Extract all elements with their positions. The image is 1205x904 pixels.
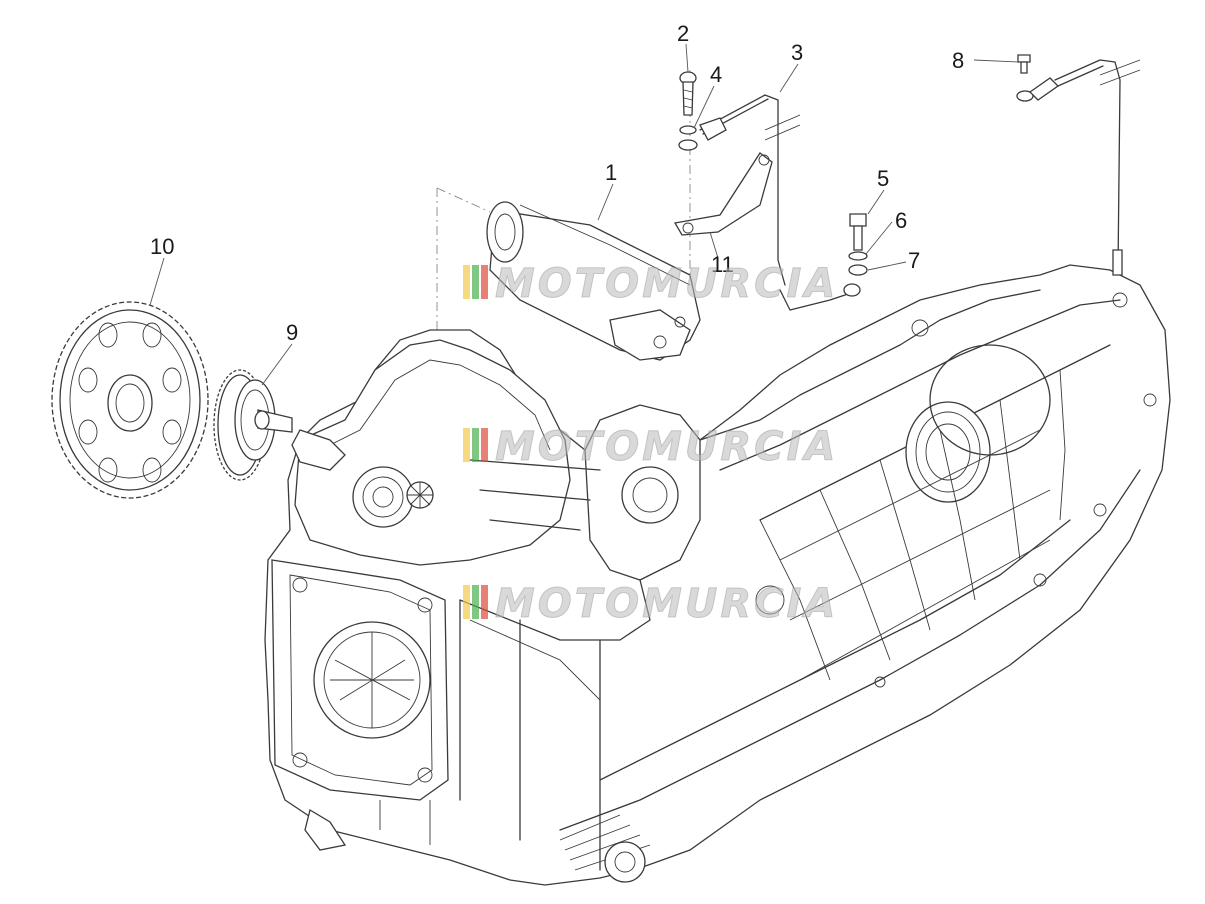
screw-5 xyxy=(849,213,867,251)
callout-7: 7 xyxy=(908,248,920,273)
watermark-text-top: MOTOMURCIA xyxy=(495,261,838,307)
watermark-text-bottom: MOTOMURCIA xyxy=(495,581,838,627)
positive-cable-3 xyxy=(699,94,861,311)
callout-3: 3 xyxy=(791,40,803,65)
watermark-top: MOTOMURCIA xyxy=(463,261,838,308)
callout-2: 2 xyxy=(677,21,689,46)
washer-6 xyxy=(848,251,868,261)
screw-2 xyxy=(679,71,697,116)
watermark-text-middle: MOTOMURCIA xyxy=(495,424,838,470)
idler-gear xyxy=(213,369,293,481)
starter-ring-gear xyxy=(51,301,209,499)
callout-6: 6 xyxy=(895,208,907,233)
watermark-middle: MOTOMURCIA xyxy=(463,424,838,471)
washer-7 xyxy=(848,264,868,276)
starter-bracket xyxy=(673,152,773,236)
crankcase-housing xyxy=(264,264,1171,886)
callout-1: 1 xyxy=(605,160,617,185)
leader-lines xyxy=(149,43,1019,386)
callout-labels: 1 2 3 4 5 6 7 8 9 10 11 xyxy=(150,21,964,345)
callout-9: 9 xyxy=(286,320,298,345)
callout-5: 5 xyxy=(877,166,889,191)
washer-4 xyxy=(678,125,698,151)
callout-10: 10 xyxy=(150,234,174,259)
callout-8: 8 xyxy=(952,48,964,73)
callout-11: 11 xyxy=(711,252,734,277)
watermark-bottom: MOTOMURCIA xyxy=(463,581,838,628)
screw-8 xyxy=(1017,54,1031,74)
callout-4: 4 xyxy=(710,62,722,87)
ground-cable xyxy=(1016,59,1141,276)
starter-motor xyxy=(486,201,701,361)
